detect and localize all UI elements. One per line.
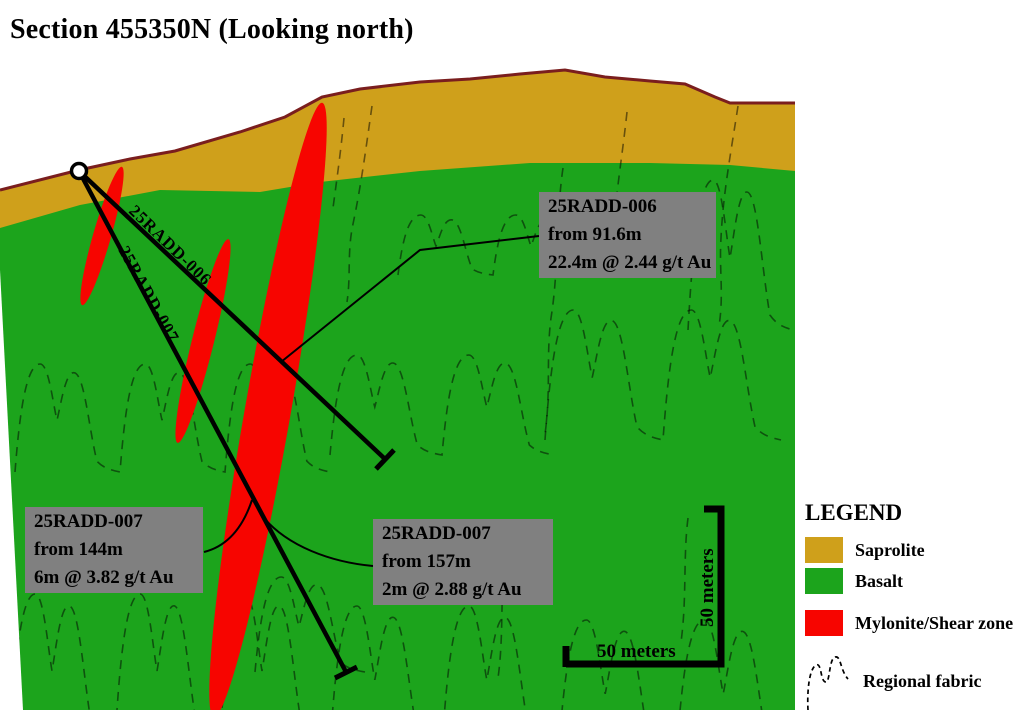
drillhole-007-eoh-tick <box>333 664 359 681</box>
regional-fabric-line <box>561 619 763 710</box>
regional-fabric-line <box>544 309 782 441</box>
regional-fabric-icon <box>806 656 849 710</box>
legend-item-saprolite: Saprolite <box>805 537 1024 563</box>
drillhole-collar <box>69 161 89 181</box>
annotation-box-007-144m: 25RADD-007 from 144m 6m @ 3.82 g/t Au <box>25 507 203 593</box>
section-left-edge-cut <box>0 270 23 710</box>
annotation-intercept: 2m @ 2.88 g/t Au <box>382 579 522 600</box>
regional-fabric-line <box>329 354 555 456</box>
shear-zone-large <box>209 102 327 710</box>
drillhole-007-trace <box>77 169 348 674</box>
basalt-swatch <box>805 568 843 594</box>
drillhole-006-trace <box>77 169 387 461</box>
annotation-box-007-157m: 25RADD-007 from 157m 2m @ 2.88 g/t Au <box>373 519 553 605</box>
annotation-from-depth: from 144m <box>34 539 123 560</box>
legend-item-basalt: Basalt <box>805 568 1024 594</box>
mylonite-swatch <box>805 610 843 636</box>
annotation-box-006: 25RADD-006 from 91.6m 22.4m @ 2.44 g/t A… <box>539 192 716 278</box>
annotation-hole-id: 25RADD-007 <box>34 511 143 532</box>
drillhole-006-eoh-tick <box>374 448 396 471</box>
annotation-hole-id: 25RADD-006 <box>548 196 657 217</box>
saprolite-swatch <box>805 537 843 563</box>
surface-topography-line <box>0 68 795 192</box>
annotation-intercept: 22.4m @ 2.44 g/t Au <box>548 252 712 273</box>
regional-fabric-line <box>11 593 300 710</box>
leader-line-006 <box>280 235 540 363</box>
scale-bar <box>562 505 725 668</box>
legend-item-regional-fabric: Regional fabric <box>805 652 1024 710</box>
regional-fabric-line <box>346 105 373 303</box>
legend-item-label: Mylonite/Shear zone <box>855 612 1014 633</box>
legend-item-mylonite: Mylonite/Shear zone <box>805 610 1024 636</box>
page-title: Section 455350N (Looking north) <box>10 14 414 45</box>
scale-bar-vertical-label: 50 meters <box>697 548 718 627</box>
leader-line-007-157m <box>263 517 374 567</box>
shear-zone-middle <box>175 239 231 443</box>
regional-fabric-line <box>331 605 527 710</box>
legend: LEGEND Saprolite Basalt Mylonite/Shear z… <box>803 500 1024 714</box>
regional-fabric-line <box>544 167 564 435</box>
annotation-from-depth: from 91.6m <box>548 224 642 245</box>
legend-title: LEGEND <box>805 500 903 525</box>
annotation-intercept: 6m @ 3.82 g/t Au <box>34 567 174 588</box>
annotation-hole-id: 25RADD-007 <box>382 523 491 544</box>
legend-item-label: Basalt <box>855 570 904 591</box>
scale-bar-horizontal-label: 50 meters <box>597 641 676 662</box>
legend-item-label: Saprolite <box>855 539 925 560</box>
annotation-from-depth: from 157m <box>382 551 471 572</box>
regional-fabric-line <box>718 105 739 327</box>
regional-fabric-line <box>254 576 366 673</box>
leader-line-007-144m <box>203 499 253 553</box>
regional-fabric-line <box>332 117 345 209</box>
legend-item-label: Regional fabric <box>863 670 982 691</box>
